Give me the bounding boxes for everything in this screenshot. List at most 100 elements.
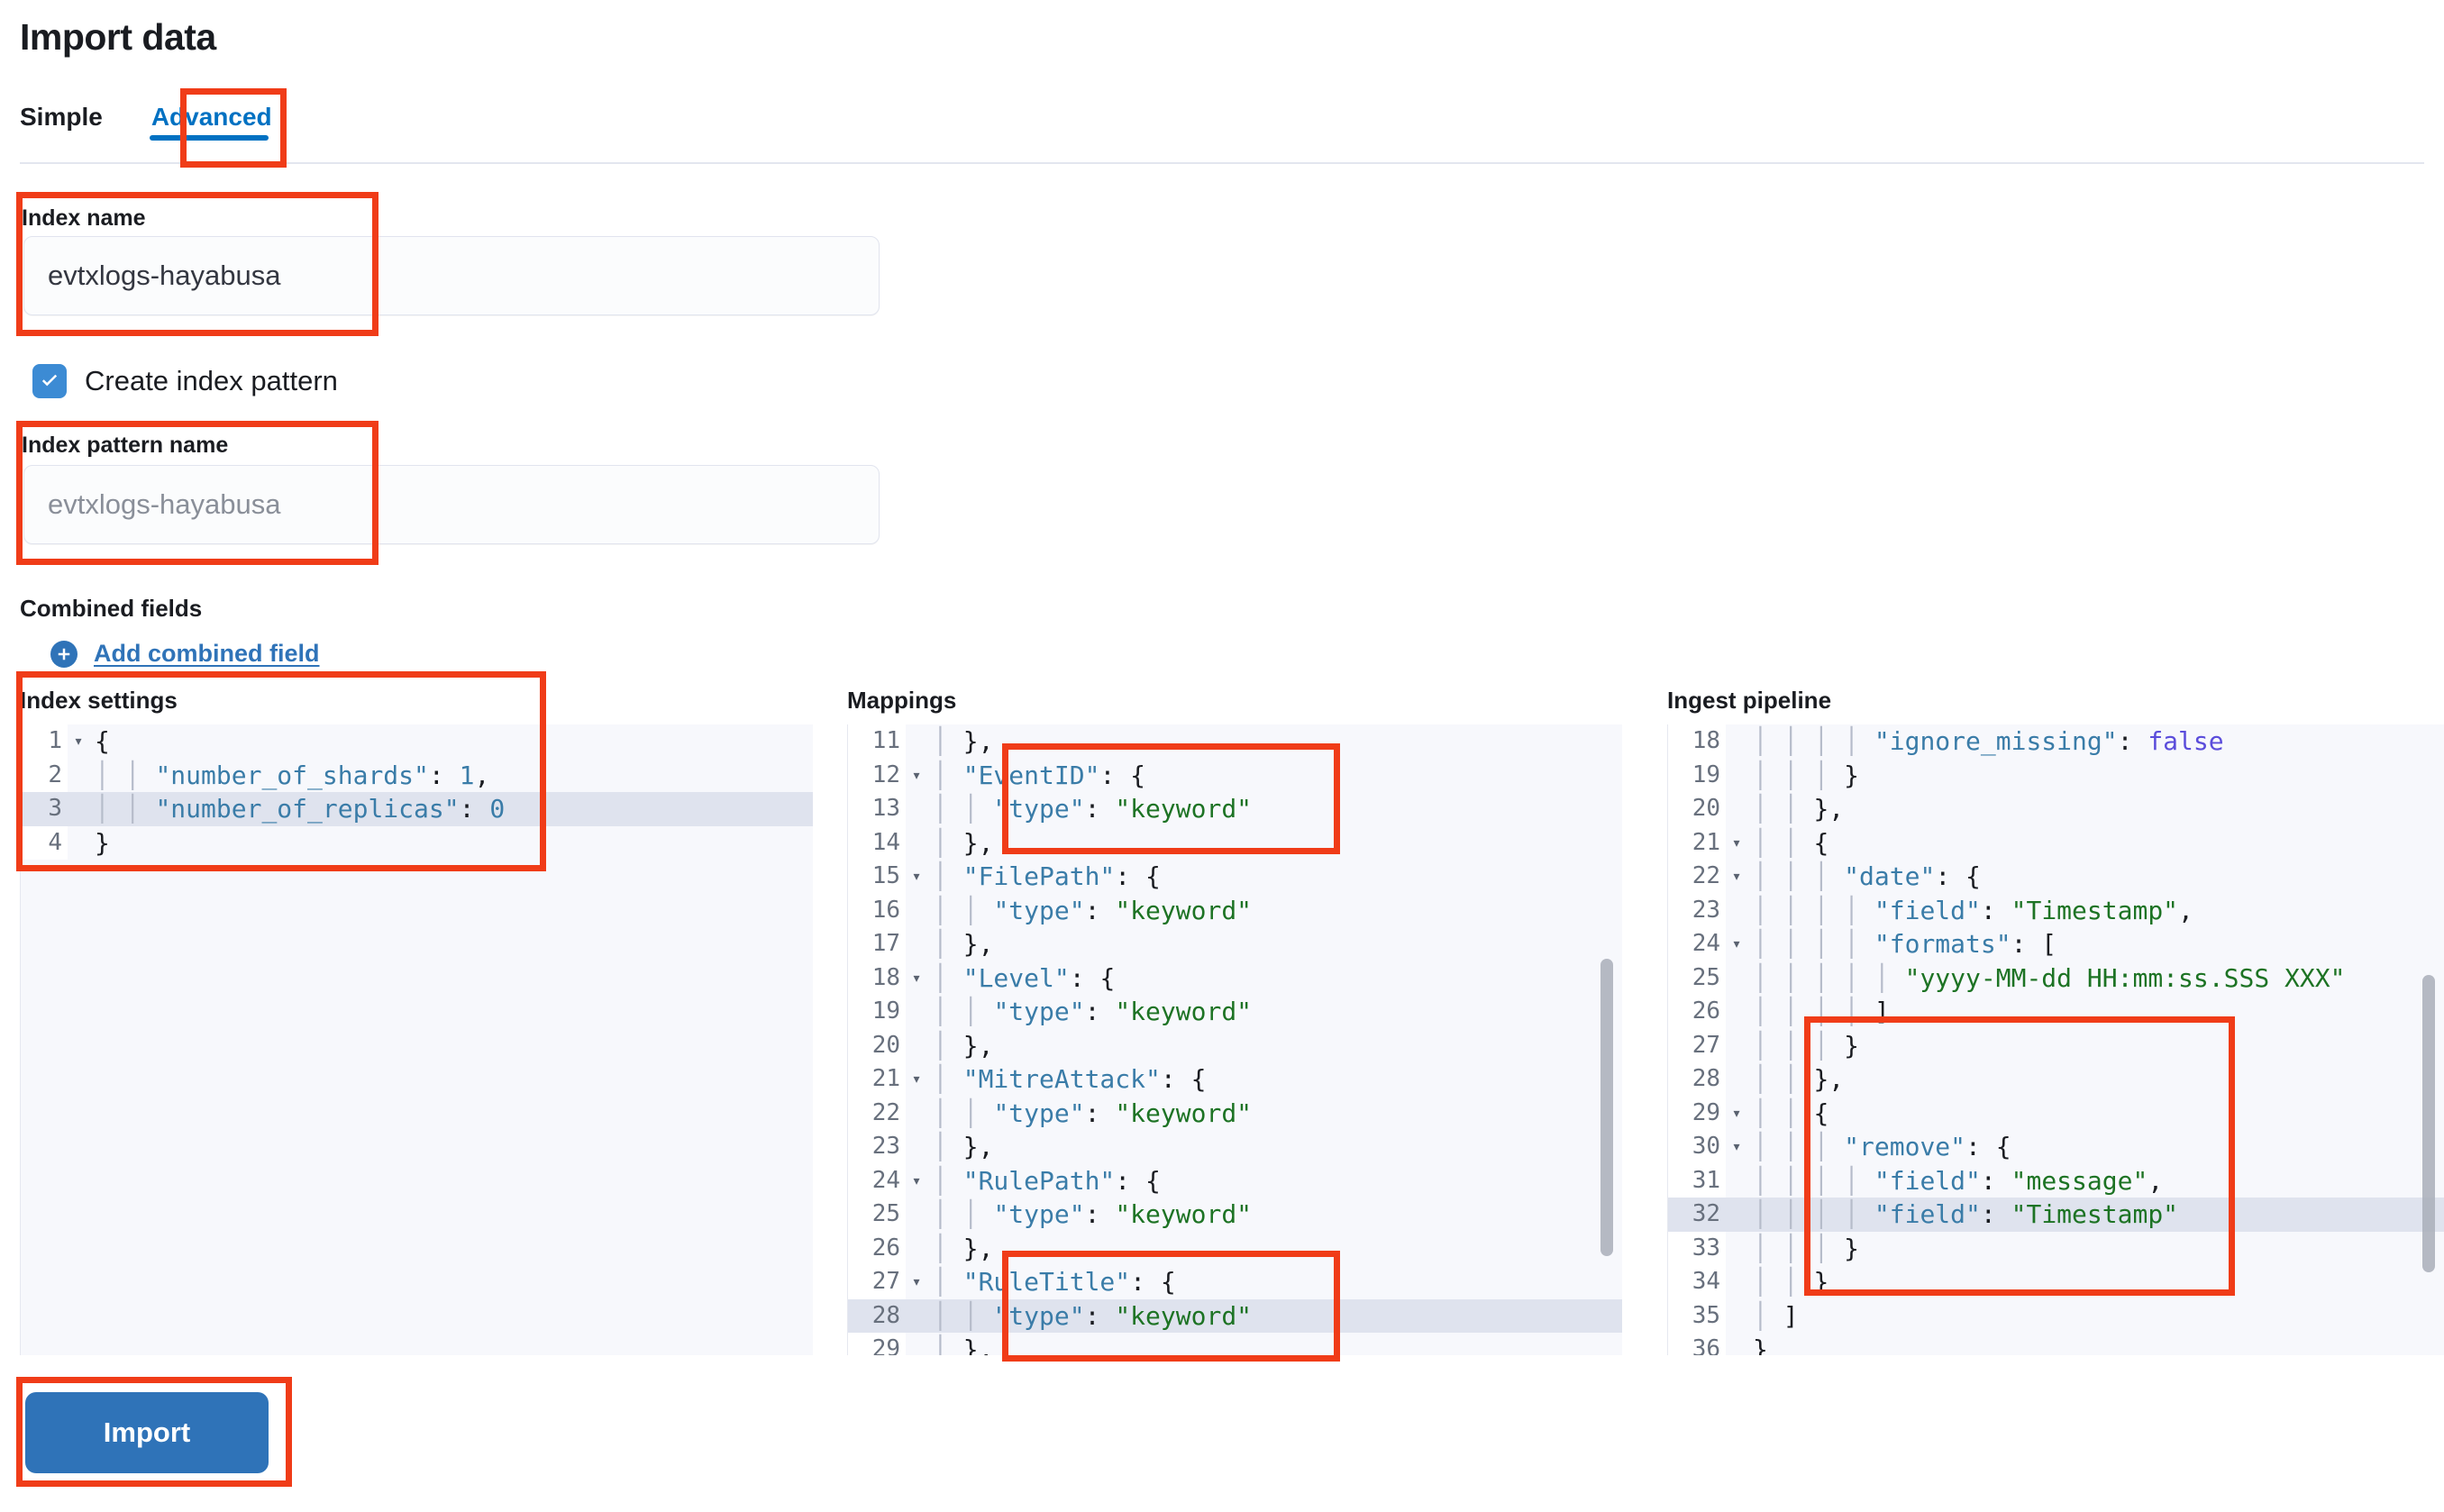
code-line[interactable]: 4} <box>21 825 813 860</box>
line-number: 14 <box>848 825 906 860</box>
fold-caret-icon[interactable]: ▾ <box>911 968 922 988</box>
ingest-pipeline-panel: Ingest pipeline 18│ │ │ │ "ignore_missin… <box>1667 687 2444 1355</box>
code-line[interactable]: 32 │ │ │ │ "field": "Timestamp" <box>1668 1198 2444 1232</box>
fold-caret-icon[interactable]: ▾ <box>911 1272 922 1291</box>
code-line[interactable]: 18▾│ "Level": { <box>848 961 1622 995</box>
add-combined-field-button[interactable]: Add combined field <box>50 640 320 668</box>
fold-caret-icon[interactable]: ▾ <box>1731 867 1742 886</box>
code-line[interactable]: 13│ │ "type": "keyword" <box>848 792 1622 826</box>
fold-caret-icon[interactable]: ▾ <box>1731 1103 1742 1123</box>
code-line[interactable]: 36} <box>1668 1333 2444 1355</box>
code-line[interactable]: 19│ │ │ } <box>1668 758 2444 792</box>
code-line[interactable]: 22│ │ "type": "keyword" <box>848 1096 1622 1130</box>
create-index-pattern-label: Create index pattern <box>85 365 338 396</box>
line-number: 24▾ <box>1668 927 1741 961</box>
code-line[interactable]: 33│ │ │ } <box>1668 1231 2444 1265</box>
fold-caret-icon[interactable]: ▾ <box>1731 934 1742 953</box>
fold-caret-icon[interactable]: ▾ <box>73 732 84 751</box>
fold-caret-icon[interactable]: ▾ <box>911 1170 922 1190</box>
code-line[interactable]: 22▾│ │ │ "date": { <box>1668 860 2444 894</box>
code-line[interactable]: 19│ │ "type": "keyword" <box>848 995 1622 1029</box>
code-line[interactable]: 20│ }, <box>848 1028 1622 1062</box>
code-line[interactable]: 2│ │ "number_of_shards": 1, <box>21 758 813 792</box>
line-number: 22▾ <box>1668 860 1741 894</box>
mappings-scrollbar[interactable] <box>1600 959 1613 1256</box>
create-index-pattern-row[interactable]: Create index pattern <box>32 364 338 398</box>
code-line[interactable]: 24▾│ │ │ │ "formats": [ <box>1668 927 2444 961</box>
code-line[interactable]: 15▾│ "FilePath": { <box>848 860 1622 894</box>
index-pattern-name-label: Index pattern name <box>22 433 229 458</box>
code-line[interactable]: 23│ │ │ │ "field": "Timestamp", <box>1668 893 2444 927</box>
line-number: 1▾ <box>21 724 83 759</box>
code-line[interactable]: 28│ │ "type": "keyword" <box>848 1298 1622 1333</box>
code-line[interactable]: 11│ }, <box>848 724 1622 759</box>
tab-advanced[interactable]: Advanced <box>126 97 272 151</box>
code-line[interactable]: 18│ │ │ │ "ignore_missing": false <box>1668 724 2444 759</box>
code-line[interactable]: 27▾│ "RuleTitle": { <box>848 1265 1622 1299</box>
line-number: 26 <box>1668 995 1726 1029</box>
code-line[interactable]: 29│ }, <box>848 1333 1622 1355</box>
ingest-pipeline-scrollbar[interactable] <box>2422 975 2435 1272</box>
tab-simple[interactable]: Simple <box>20 103 103 131</box>
code-line[interactable]: 31│ │ │ │ "field": "message", <box>1668 1163 2444 1198</box>
add-combined-field-label: Add combined field <box>94 640 320 667</box>
page-title: Import data <box>20 16 216 58</box>
fold-caret-icon[interactable]: ▾ <box>1731 833 1742 852</box>
line-number: 17 <box>848 927 906 961</box>
index-settings-panel: Index settings 1▾{2│ │ "number_of_shards… <box>20 687 813 1355</box>
line-number: 19 <box>848 995 906 1029</box>
code-text: │ │ "type": "keyword" <box>933 1300 1253 1331</box>
mappings-editor[interactable]: 11│ },12▾│ "EventID": {13│ │ "type": "ke… <box>847 724 1622 1355</box>
code-line[interactable]: 21▾│ │ { <box>1668 825 2444 860</box>
line-number: 23 <box>1668 893 1726 927</box>
index-name-input[interactable]: evtxlogs-hayabusa <box>23 236 880 315</box>
code-line[interactable]: 12▾│ "EventID": { <box>848 758 1622 792</box>
ingest-pipeline-title: Ingest pipeline <box>1667 687 1832 714</box>
fold-caret-icon[interactable]: ▾ <box>1731 1137 1742 1156</box>
code-line[interactable]: 3│ │ "number_of_replicas": 0 <box>21 792 813 826</box>
code-text: │ │ │ "remove": { <box>1753 1132 2011 1161</box>
index-pattern-name-input[interactable]: evtxlogs-hayabusa <box>23 465 880 544</box>
line-number: 26 <box>848 1231 906 1265</box>
line-number: 18▾ <box>848 961 921 995</box>
code-line[interactable]: 27│ │ │ } <box>1668 1028 2444 1062</box>
checkbox-checked-icon[interactable] <box>32 364 67 398</box>
line-number: 32 <box>1668 1198 1726 1232</box>
code-line[interactable]: 21▾│ "MitreAttack": { <box>848 1062 1622 1097</box>
code-line[interactable]: 28│ │ }, <box>1668 1062 2444 1097</box>
code-text: │ │ │ } <box>1753 760 1860 790</box>
code-line[interactable]: 26│ }, <box>848 1231 1622 1265</box>
code-text: │ │ }, <box>1753 794 1845 824</box>
code-text: │ "RuleTitle": { <box>933 1267 1176 1297</box>
code-line[interactable]: 30▾│ │ │ "remove": { <box>1668 1130 2444 1164</box>
code-text: │ │ } <box>1753 1267 1829 1297</box>
code-line[interactable]: 34│ │ } <box>1668 1265 2444 1299</box>
code-line[interactable]: 23│ }, <box>848 1130 1622 1164</box>
code-text: │ │ "number_of_replicas": 0 <box>95 794 506 824</box>
code-line[interactable]: 1▾ { <box>21 724 813 759</box>
code-line[interactable]: 24▾│ "RulePath": { <box>848 1163 1622 1198</box>
code-line[interactable]: 25│ │ "type": "keyword" <box>848 1198 1622 1232</box>
code-text: { <box>95 726 110 756</box>
code-line[interactable]: 35│ ] <box>1668 1298 2444 1333</box>
line-number: 15▾ <box>848 860 921 894</box>
fold-caret-icon[interactable]: ▾ <box>911 867 922 886</box>
code-line[interactable]: 26│ │ │ │ ] <box>1668 995 2444 1029</box>
code-line[interactable]: 17│ }, <box>848 927 1622 961</box>
code-line[interactable]: 14│ }, <box>848 825 1622 860</box>
code-text: │ "MitreAttack": { <box>933 1064 1207 1094</box>
fold-caret-icon[interactable]: ▾ <box>911 1070 922 1088</box>
line-number: 29▾ <box>1668 1096 1741 1130</box>
index-settings-editor[interactable]: 1▾ {2│ │ "number_of_shards": 1,3│ │ "numb… <box>20 724 813 1355</box>
code-text: │ │ │ │ "field": "Timestamp" <box>1753 1199 2179 1229</box>
tab-bar: Simple Advanced <box>20 97 272 166</box>
import-button[interactable]: Import <box>25 1392 269 1473</box>
code-line[interactable]: 20│ │ }, <box>1668 792 2444 826</box>
line-number: 24▾ <box>848 1163 921 1198</box>
code-line[interactable]: 25│ │ │ │ │ "yyyy-MM-dd HH:mm:ss.SSS XXX… <box>1668 961 2444 995</box>
fold-caret-icon[interactable]: ▾ <box>911 765 922 785</box>
code-text: │ │ │ │ │ "yyyy-MM-dd HH:mm:ss.SSS XXX" <box>1753 962 2346 993</box>
code-line[interactable]: 29▾│ │ { <box>1668 1096 2444 1130</box>
code-line[interactable]: 16│ │ "type": "keyword" <box>848 893 1622 927</box>
